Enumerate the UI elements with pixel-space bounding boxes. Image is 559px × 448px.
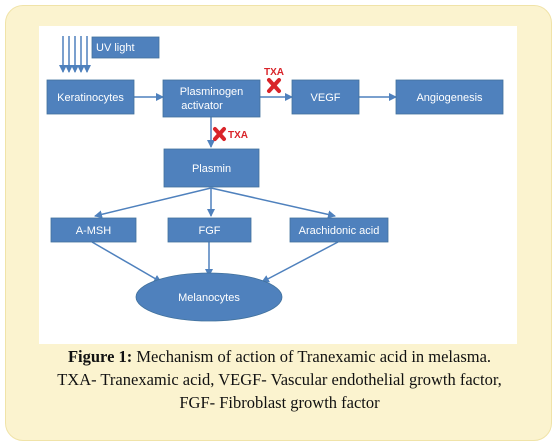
amsh-label: A-MSH [76,225,112,237]
keratinocytes-box [46,79,135,115]
vegf-box [291,79,360,115]
arrow-plasmin-to-arachidonic [210,187,336,219]
keratinocytes-label: Keratinocytes [57,92,124,104]
arrow-plasmin-to-amsh [94,187,212,219]
melanocytes-label: Melanocytes [178,292,240,304]
arrow-arachidonic-to-melanocytes [261,241,339,283]
plasminogen-label: Plasminogen [180,86,244,98]
arachidonic-acid-label: Arachidonic acid [299,225,380,237]
txa-label-top: TXA [264,67,284,78]
cross-icon-middle [213,127,226,141]
arrow-amsh-to-melanocytes [91,241,162,283]
caption-line-2: TXA- Tranexamic acid, VEGF- Vascular end… [57,370,502,389]
angiogenesis-box [395,79,504,115]
figure-caption: Figure 1: Mechanism of action of Tranexa… [8,345,551,414]
angiogenesis-label: Angiogenesis [416,92,483,104]
txa-inhibitor-top: TXA [264,67,284,93]
plasmin-label: Plasmin [192,163,231,175]
uv-light-label: UV light [96,42,135,54]
caption-title: Mechanism of action of Tranexamic acid i… [136,347,492,366]
connectors [91,93,397,283]
caption-line-3: FGF- Fibroblast growth factor [179,393,380,412]
uv-light-box [91,36,160,59]
uv-light-arrows [59,36,91,73]
plasminogen-activator-box [162,79,261,118]
melanocytes-ellipse [135,272,283,322]
txa-label-middle: TXA [228,130,248,141]
vegf-label: VEGF [311,92,341,104]
txa-inhibitor-middle: TXA [213,127,248,141]
arachidonic-acid-box [289,217,389,243]
fgf-label: FGF [199,225,221,237]
cross-icon-top [267,78,281,93]
plasmin-box [163,148,260,188]
fgf-box [167,217,252,243]
amsh-box [50,217,137,243]
caption-line-1: Figure 1: Mechanism of action of Tranexa… [8,345,551,368]
caption-figure-label: Figure 1: [67,347,133,366]
activator-label: activator [181,100,223,112]
